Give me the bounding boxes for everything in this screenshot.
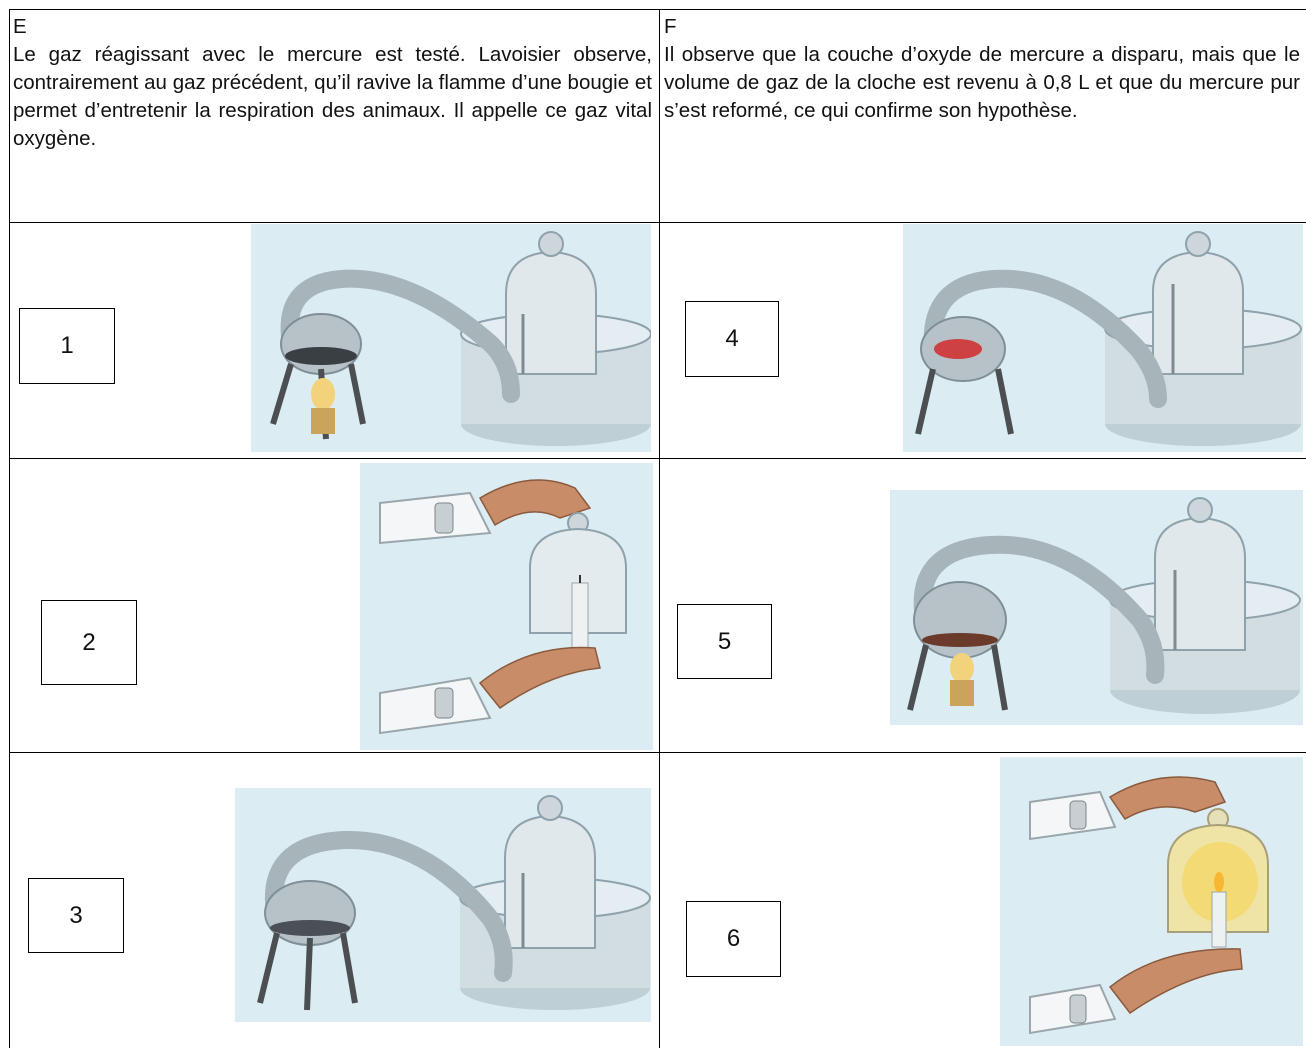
number-box-6: 6 <box>686 901 781 977</box>
cell-e-text: Le gaz réagissant avec le mercure est te… <box>13 43 652 150</box>
cell-f: F Il observe que la couche d’oxyde de me… <box>664 13 1300 125</box>
illustration-1-retort-heated <box>251 224 651 452</box>
table-divider-row1 <box>9 222 1306 223</box>
retort-apparatus-heated-image <box>251 224 651 452</box>
cell-e-letter: E <box>13 15 27 38</box>
bell-jar-candle-unlit-image <box>360 463 653 750</box>
number-box-5: 5 <box>677 604 772 679</box>
illustration-2-bell-jar <box>360 463 653 750</box>
cell-f-letter: F <box>664 15 677 38</box>
table-border-left <box>9 9 10 1048</box>
illustration-6-bell-jar-lit <box>1000 757 1303 1046</box>
cell-f-text: Il observe que la couche d’oxyde de merc… <box>664 43 1300 122</box>
table-divider-vertical <box>659 9 660 1048</box>
number-box-1: 1 <box>19 308 115 384</box>
cell-e: E Le gaz réagissant avec le mercure est … <box>13 13 652 153</box>
table-divider-row2 <box>9 458 1306 459</box>
number-box-3: 3 <box>28 878 124 953</box>
illustration-3-retort-cold <box>235 788 651 1022</box>
retort-apparatus-cold-image <box>235 788 651 1022</box>
illustration-4-retort-red-oxide <box>903 224 1303 452</box>
number-box-4: 4 <box>685 301 779 377</box>
number-box-2: 2 <box>41 600 137 685</box>
retort-apparatus-red-oxide-image <box>903 224 1303 452</box>
illustration-5-retort-heated <box>890 490 1303 725</box>
retort-apparatus-heated-image-2 <box>890 490 1303 725</box>
table-divider-row3 <box>9 752 1306 753</box>
table-border-top <box>9 9 1306 10</box>
bell-jar-candle-lit-image <box>1000 757 1303 1046</box>
